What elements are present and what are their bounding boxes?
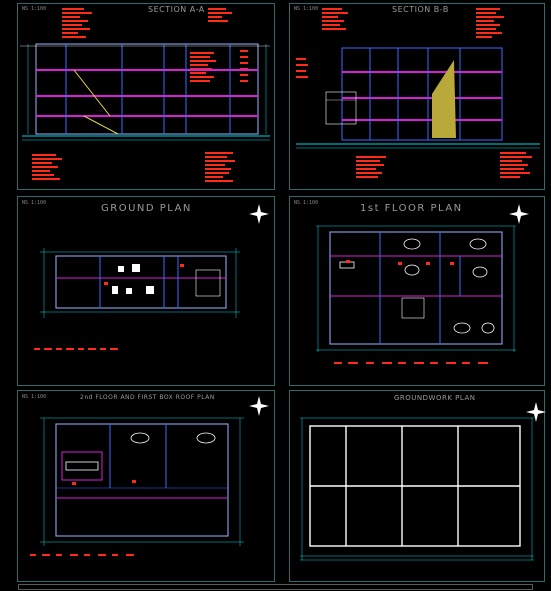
panel-second-floor: [17, 390, 275, 582]
second-floor-title: 2nd FLOOR AND FIRST BOX ROOF PLAN: [80, 394, 215, 401]
section-b-scale: NS 1:100: [294, 6, 319, 12]
north-arrow-icon: [249, 204, 546, 422]
ground-plan-scale: NS 1:100: [22, 200, 47, 206]
second-floor-furniture: [65, 432, 216, 471]
ground-plan-furniture: [112, 264, 154, 294]
panel-first-floor: [289, 196, 545, 386]
panel-ground-plan: [17, 196, 275, 386]
panel-section-a: [17, 3, 275, 190]
first-floor-title: 1st FLOOR PLAN: [360, 203, 463, 214]
section-a-drawing: [20, 8, 270, 182]
section-a-notes: [32, 8, 248, 182]
second-floor-scale: NS 1:100: [22, 394, 47, 400]
section-b-hatch: [432, 60, 456, 138]
second-floor-tags: [30, 480, 136, 556]
section-a-scale: NS 1:100: [22, 6, 47, 12]
first-floor-furniture: [339, 238, 495, 334]
section-b-notes: [296, 8, 532, 178]
ground-plan-title: GROUND PLAN: [101, 203, 192, 214]
section-b-title: SECTION B-B: [392, 5, 449, 14]
section-b-drawing: [296, 8, 540, 178]
ground-plan-tags: [34, 264, 184, 350]
ground-plan-drawing: [34, 248, 240, 350]
section-a-title: SECTION A-A: [148, 5, 205, 14]
groundwork-title: GROUNDWORK PLAN: [394, 394, 476, 402]
sheet-footer-bar: [18, 584, 533, 590]
first-floor-drawing: [316, 225, 516, 364]
first-floor-scale: NS 1:100: [294, 200, 319, 206]
panel-groundwork: [289, 390, 545, 582]
first-floor-tags: [334, 260, 488, 364]
groundwork-drawing: [300, 417, 534, 561]
panel-section-b: [289, 3, 545, 190]
second-floor-drawing: [30, 417, 244, 556]
